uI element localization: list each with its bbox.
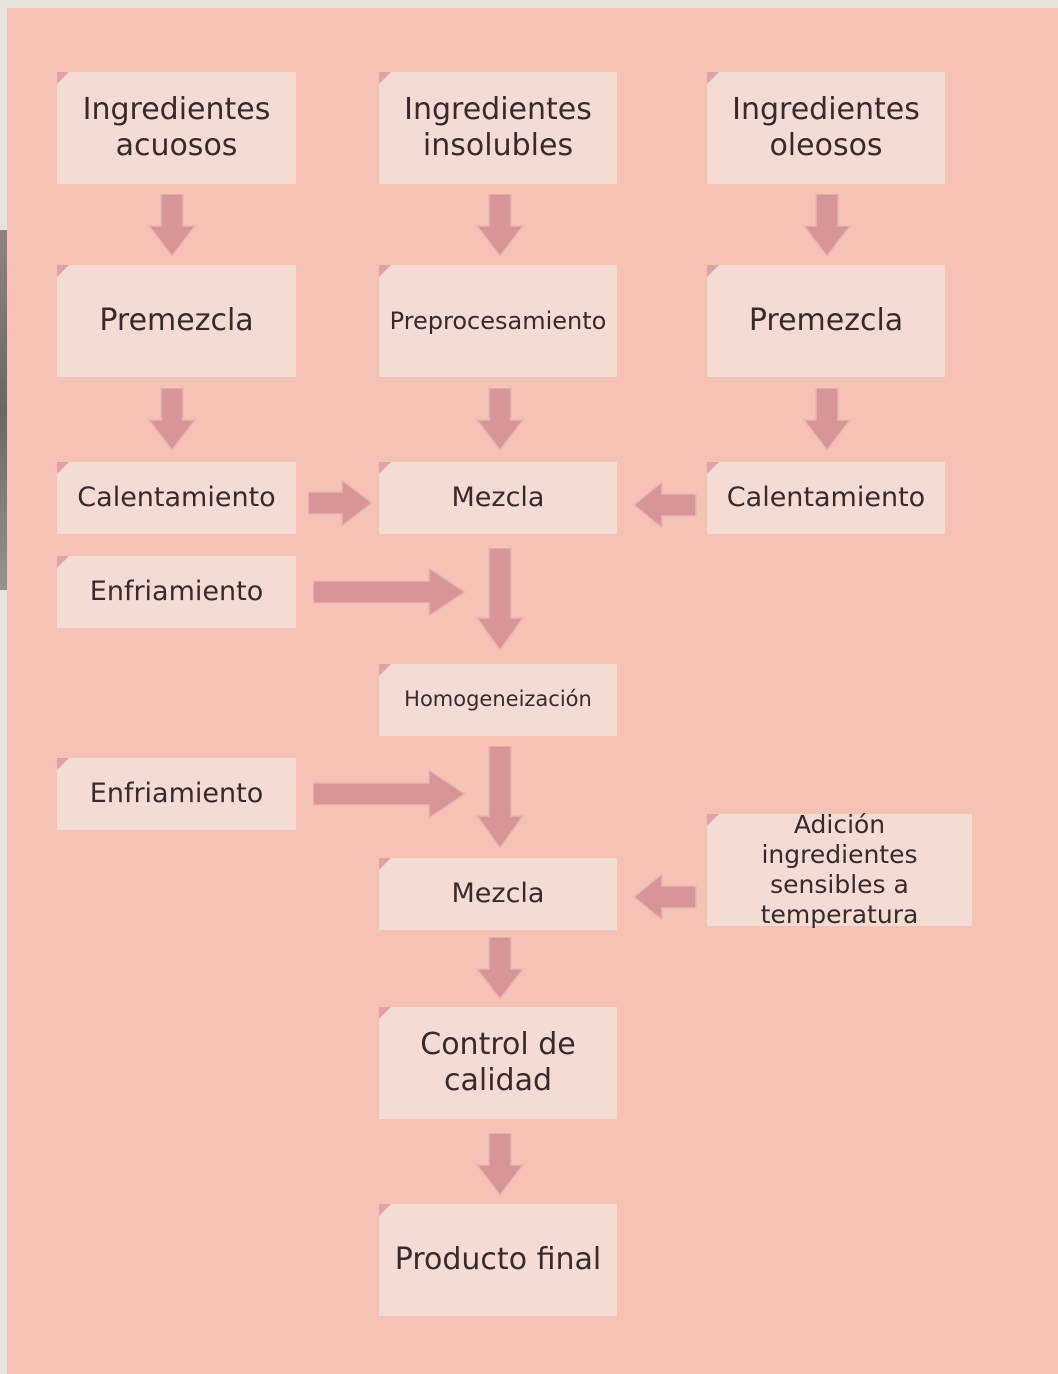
arrow-down-premezcla-calentamiento (147, 388, 197, 452)
background-photo-edge (0, 230, 10, 590)
arrow-down-preprocesamiento-mezcla (475, 388, 525, 452)
node-label: Adición ingredientes sensibles a tempera… (760, 810, 919, 929)
node-label: Ingredientes insolubles (404, 92, 592, 163)
node-label: Ingredientes oleosos (732, 92, 920, 163)
arrow-down-insolubles-preprocesamiento (475, 194, 525, 258)
arrow-left-calentamiento-mezcla (632, 480, 698, 530)
node-ingredientes-acuosos: Ingredientes acuosos (57, 72, 296, 184)
arrow-down-mezcla-homogeneizacion (475, 548, 525, 652)
node-control-calidad: Control de calidad (379, 1007, 617, 1119)
node-label: Mezcla (451, 481, 545, 513)
node-label: Control de calidad (420, 1027, 576, 1098)
node-homogeneizacion: Homogeneización (379, 664, 617, 736)
arrow-right-calentamiento-mezcla (308, 478, 374, 528)
arrow-down-acuosos-premezcla (147, 194, 197, 258)
arrow-down-mezcla-control (475, 937, 525, 1001)
arrow-right-enfriamiento-2 (313, 768, 467, 820)
node-label: Enfriamiento (89, 777, 264, 809)
node-premezcla-left: Premezcla (57, 265, 296, 377)
node-calentamiento-left: Calentamiento (57, 462, 296, 534)
node-producto-final: Producto final (379, 1204, 617, 1316)
arrow-down-homogeneizacion-mezcla (475, 746, 525, 850)
node-ingredientes-insolubles: Ingredientes insolubles (379, 72, 617, 184)
flowchart-canvas: Ingredientes acuosos Ingredientes insolu… (7, 8, 1058, 1374)
node-mezcla-2: Mezcla (379, 858, 617, 930)
node-calentamiento-right: Calentamiento (707, 462, 945, 534)
node-adicion-ingredientes: Adición ingredientes sensibles a tempera… (707, 810, 972, 929)
node-enfriamiento-2: Enfriamiento (57, 758, 296, 830)
arrow-down-oleosos-premezcla (802, 194, 852, 258)
node-enfriamiento-1: Enfriamiento (57, 556, 296, 628)
node-label: Homogeneización (404, 687, 592, 712)
arrow-down-premezcla-calentamiento-right (802, 388, 852, 452)
node-label: Calentamiento (77, 481, 276, 513)
arrow-down-control-producto (475, 1133, 525, 1197)
node-mezcla-1: Mezcla (379, 462, 617, 534)
node-label: Calentamiento (726, 481, 926, 513)
arrow-right-enfriamiento-1 (313, 566, 467, 618)
node-preprocesamiento: Preprocesamiento (379, 265, 617, 377)
node-label: Producto final (394, 1242, 602, 1277)
node-label: Ingredientes acuosos (82, 92, 271, 163)
node-label: Premezcla (99, 303, 254, 338)
arrow-left-adicion-mezcla (632, 872, 698, 922)
node-label: Mezcla (451, 877, 545, 909)
node-ingredientes-oleosos: Ingredientes oleosos (707, 72, 945, 184)
node-label: Premezcla (748, 303, 904, 338)
node-label: Preprocesamiento (389, 306, 607, 335)
node-label: Enfriamiento (89, 575, 264, 607)
node-premezcla-right: Premezcla (707, 265, 945, 377)
